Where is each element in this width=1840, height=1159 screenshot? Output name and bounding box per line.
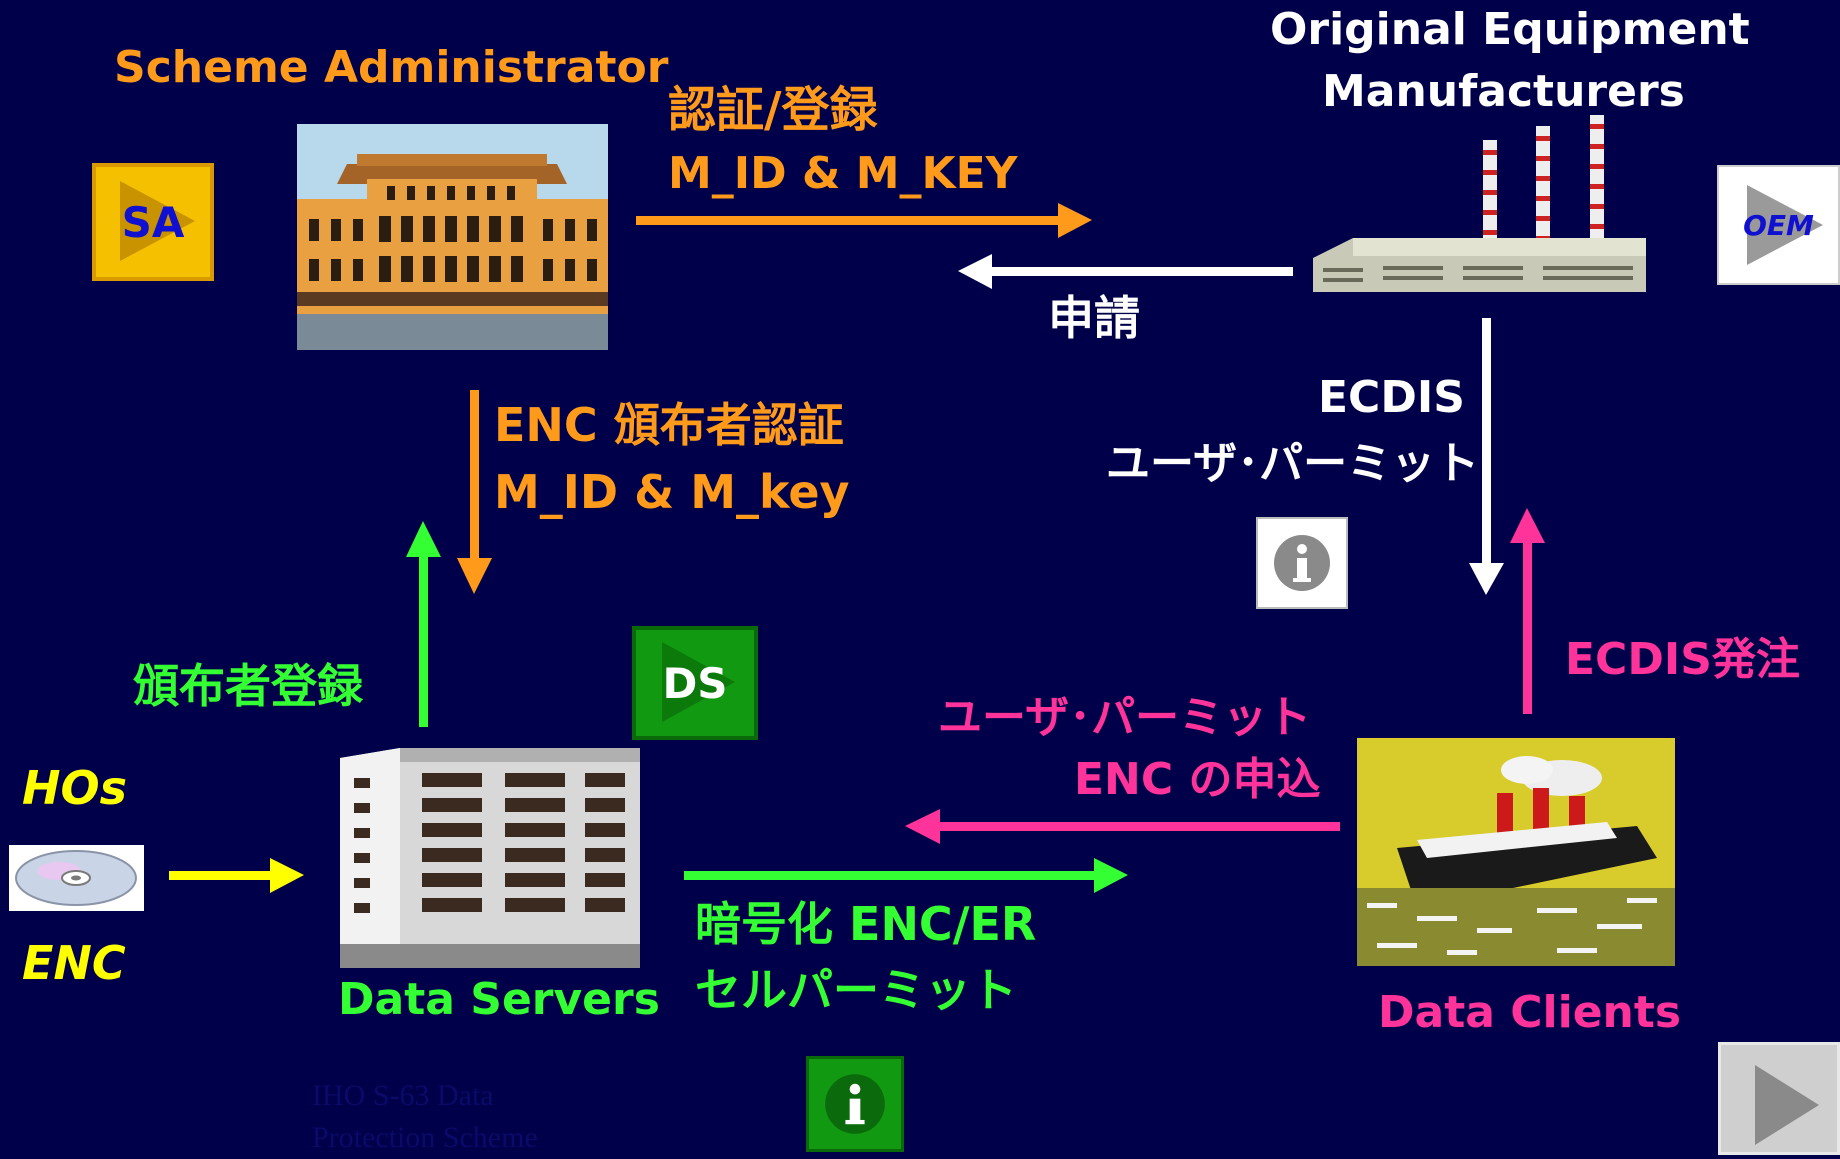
- data-servers-label: Data Servers: [338, 974, 660, 1025]
- info-button-top[interactable]: [1256, 517, 1348, 609]
- oem-label-line2: Manufacturers: [1322, 66, 1685, 117]
- distributor-reg-label: 頒布者登録: [133, 659, 363, 713]
- scheme-administrator-label: Scheme Administrator: [114, 42, 669, 93]
- ecdis-order-label: ECDIS発注: [1565, 634, 1800, 685]
- palace-image: [297, 124, 608, 350]
- cd-image: [9, 845, 144, 911]
- enc-label: ENC: [22, 936, 126, 990]
- footer-line1: IHO S-63 Data: [312, 1079, 494, 1112]
- info-icon: [1274, 535, 1330, 591]
- ds-button[interactable]: DS: [632, 626, 758, 740]
- oem-button-icon: [1747, 185, 1823, 265]
- ship-image: [1357, 738, 1675, 966]
- oem-button-label: OEM: [1743, 208, 1814, 242]
- user-permit-white-label: ユーザ･パーミット: [1106, 438, 1480, 489]
- oem-button[interactable]: OEM: [1717, 165, 1840, 285]
- next-slide-button[interactable]: [1718, 1042, 1840, 1155]
- mid-mkey-upper-label: M_ID & M_KEY: [668, 148, 1018, 199]
- arrow-enc-to-ds: [169, 858, 304, 893]
- data-clients-label: Data Clients: [1378, 987, 1682, 1038]
- arrow-dc-to-oem: [1510, 508, 1545, 714]
- sa-button-label: SA: [121, 197, 185, 247]
- arrow-sa-to-oem: [636, 203, 1092, 238]
- ecdis-label: ECDIS: [1318, 372, 1465, 423]
- arrow-ds-to-dc: [684, 858, 1128, 893]
- user-permit-pink-label: ユーザ･パーミット: [938, 692, 1312, 743]
- arrow-ds-to-sa: [406, 521, 441, 727]
- arrow-oem-to-sa: [958, 254, 1293, 289]
- info-icon: [825, 1074, 885, 1134]
- enc-request-label: ENC の申込: [1074, 754, 1321, 805]
- info-button-bottom[interactable]: [806, 1056, 904, 1152]
- footer-caption: IHO S-63 Data Protection Scheme: [312, 1075, 538, 1159]
- arrow-dc-to-ds: [905, 809, 1340, 844]
- next-arrow-icon: [1755, 1064, 1819, 1145]
- sa-button[interactable]: SA: [92, 163, 214, 281]
- cell-permit-label: セルパーミット: [695, 963, 1017, 1017]
- cert-reg-label: 認証/登録: [668, 82, 878, 138]
- ds-button-icon: [662, 642, 735, 722]
- footer-line2: Protection Scheme: [312, 1121, 538, 1154]
- building-image: [340, 748, 640, 968]
- sa-button-icon: [120, 181, 195, 261]
- hos-label: HOs: [22, 761, 127, 815]
- arrow-oem-to-dc: [1469, 318, 1504, 595]
- ds-button-label: DS: [662, 658, 728, 708]
- application-label: 申請: [1048, 291, 1140, 345]
- enc-distributor-cert-label: ENC 頒布者認証: [494, 398, 844, 452]
- encrypted-enc-er-label: 暗号化 ENC/ER: [695, 897, 1037, 951]
- oem-label-line1: Original Equipment: [1270, 4, 1750, 55]
- mid-mkey-lower-label: M_ID & M_key: [494, 465, 850, 519]
- arrow-sa-to-ds: [457, 390, 492, 594]
- factory-image: [1313, 115, 1646, 292]
